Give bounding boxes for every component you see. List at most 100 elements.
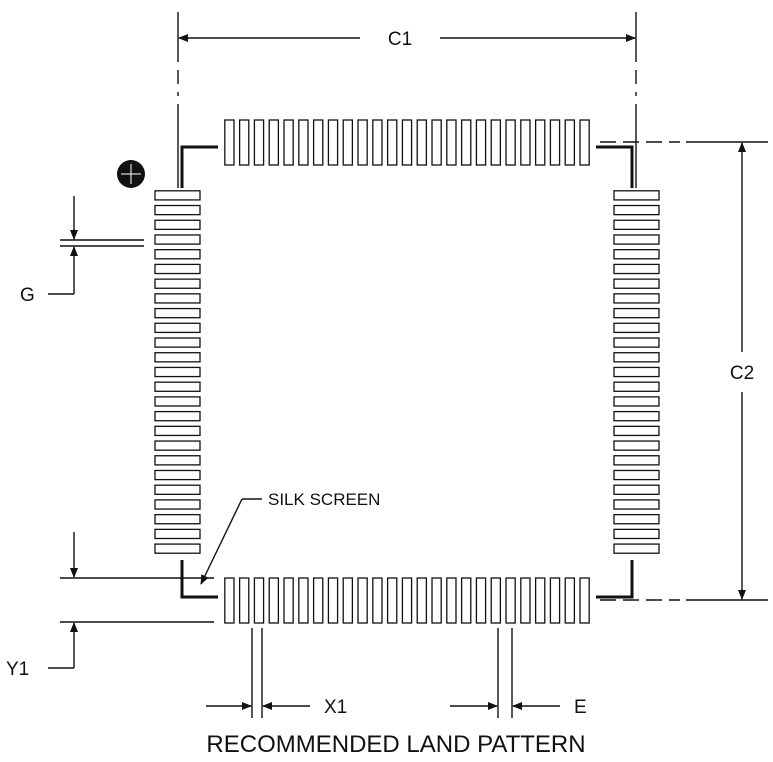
pad-right [613,219,660,231]
pad-right [613,307,660,319]
pad-top [386,119,398,166]
pad-bottom [549,577,561,624]
dimension-c2 [600,141,768,601]
pad-right [613,381,660,392]
pad-left [154,366,201,378]
pad-top [372,119,383,166]
pad-top [490,119,502,166]
pad-top [534,119,546,166]
pad-top [283,119,294,166]
x1-label: X1 [324,697,347,718]
pad-left [154,499,201,510]
pad-top [564,119,576,166]
pad-top [431,119,442,166]
pads-left-column [154,190,201,554]
pad-right [613,528,660,540]
pad-top [357,119,368,166]
pad-bottom [253,577,265,624]
pad-bottom [298,577,309,624]
pad-right [613,396,660,407]
pad-right [613,440,660,451]
pad-top [549,119,561,166]
pad-right [613,484,660,495]
pad-top [268,119,280,166]
c1-label: C1 [388,29,412,50]
pads-top-row [224,119,590,166]
pad-top [446,119,457,166]
pad-left [154,190,201,201]
pad-bottom [431,577,442,624]
pad-left [154,263,201,275]
pad-top [579,119,590,166]
pad-top [505,119,516,166]
pad-left [154,249,201,260]
pad-right [613,425,660,437]
dimension-e [450,628,560,718]
pad-right [613,190,660,201]
pad-left [154,396,201,407]
pad-top [460,119,472,166]
pad-bottom [401,577,413,624]
pad-right [613,322,660,334]
pad-left [154,513,201,525]
pad-bottom [490,577,502,624]
pad-bottom [416,577,428,624]
pad-bottom [460,577,472,624]
pad-left [154,381,201,392]
pad-right [613,293,660,304]
pad-top [342,119,354,166]
pad-right [613,513,660,525]
dimension-y1 [48,532,214,669]
pad-bottom [534,577,546,624]
pad-left [154,469,201,481]
pad-bottom [238,577,250,624]
pad-bottom [386,577,398,624]
pad-right [613,249,660,260]
pad-left [154,543,201,554]
pad-top [520,119,531,166]
pad-left [154,307,201,319]
silk-screen-leader [200,498,262,585]
pad-left [154,219,201,231]
silk-corner-top-left [180,145,218,188]
pad-top [224,119,235,166]
pad-right [613,543,660,554]
pad-top [327,119,339,166]
pad-bottom [564,577,576,624]
pad-bottom [342,577,354,624]
silk-screen-label: SILK SCREEN [268,490,380,509]
pad-bottom [268,577,280,624]
dimension-c1 [177,12,637,188]
pad-right [613,366,660,378]
pad-bottom [327,577,339,624]
pad-bottom [224,577,235,624]
e-label: E [574,697,587,718]
pad-right [613,337,660,348]
pad-bottom [312,577,324,624]
diagram-title: RECOMMENDED LAND PATTERN [206,731,585,758]
pad-left [154,425,201,437]
silk-corner-top-right [596,145,634,188]
pad-right [613,499,660,510]
silk-corner-bottom-right [596,560,634,599]
pad-left [154,293,201,304]
pad-bottom [357,577,368,624]
dimension-x1 [206,628,310,718]
pin1-marker-cross [121,164,141,184]
pad-left [154,204,201,216]
pad-left [154,528,201,540]
pad-right [613,234,660,245]
pad-bottom [505,577,516,624]
pads-bottom-row [224,577,590,624]
pad-bottom [475,577,487,624]
pad-top [238,119,250,166]
pad-top [416,119,428,166]
pad-left [154,234,201,245]
g-label: G [20,285,35,306]
pad-right [613,410,660,422]
pad-right [613,204,660,216]
pad-left [154,322,201,334]
pad-left [154,278,201,289]
dimension-g [48,196,144,295]
